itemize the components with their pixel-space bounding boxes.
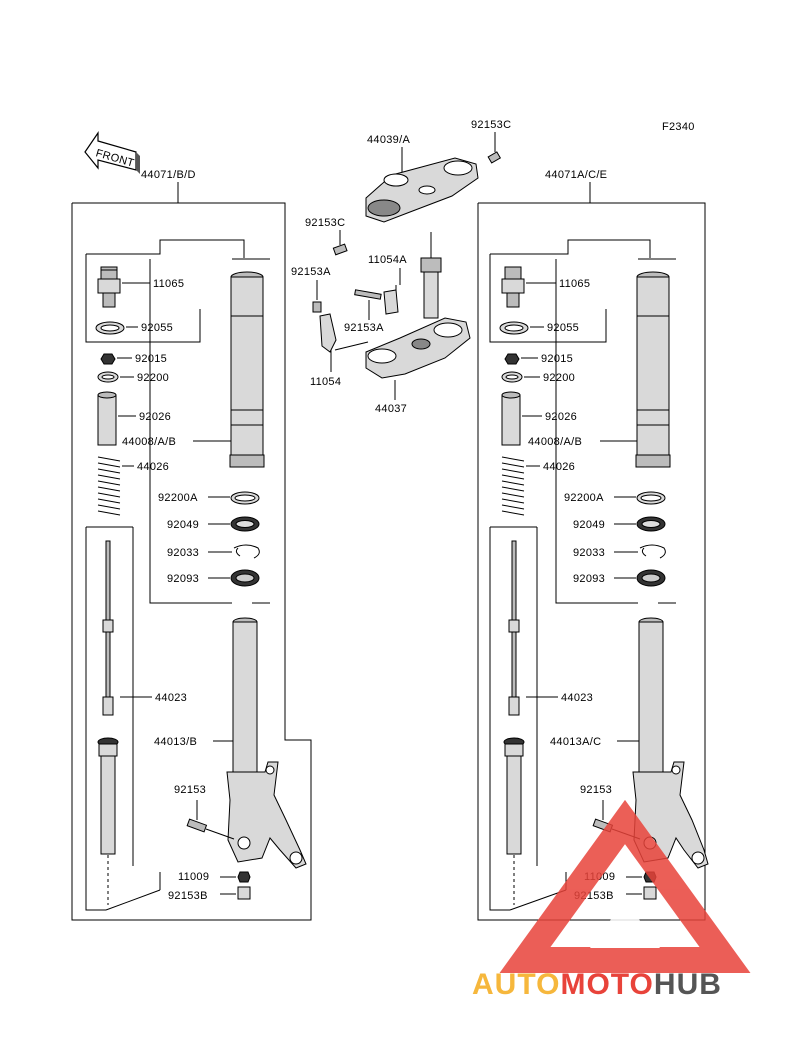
part-label: 92200A <box>158 492 198 504</box>
fork-cap-11065 <box>97 266 121 308</box>
right-header-label: 44071A/C/E <box>545 169 607 181</box>
upper-triple-clamp-44039 <box>365 157 479 223</box>
part-label: 11009 <box>178 871 209 883</box>
bolt-92153A-mid <box>354 289 382 300</box>
part-label: 44037 <box>375 403 407 415</box>
part-label: 92153C <box>305 217 345 229</box>
bolt-92153A-left <box>312 301 322 313</box>
part-label: 92093 <box>573 573 605 585</box>
part-label: 92153 <box>174 784 206 796</box>
part-label: 92015 <box>541 353 573 365</box>
part-label: 92200A <box>564 492 604 504</box>
outer-tube-44008 <box>635 271 671 468</box>
part-label: 11065 <box>153 278 184 290</box>
part-label: 44013/B <box>154 736 197 748</box>
part-label: 44026 <box>137 461 169 473</box>
bracket-11054 <box>319 313 337 353</box>
inner-tube-44013 <box>226 617 307 869</box>
collar-92026 <box>97 394 117 446</box>
bolt-92153C-left <box>332 243 348 256</box>
bolt-92153 <box>186 818 208 833</box>
outer-tube-44008 <box>229 271 265 468</box>
bolt-92153C-top <box>487 151 502 164</box>
bolt-92153B <box>237 886 251 900</box>
steering-stem <box>420 232 442 319</box>
part-label: 44023 <box>155 692 187 704</box>
drain-11009 <box>237 871 251 883</box>
watermark-logo <box>499 799 751 973</box>
part-label: 44013A/C <box>550 736 601 748</box>
left-header-label: 44071/B/D <box>141 169 196 181</box>
lower-triple-clamp-44037 <box>365 317 471 379</box>
part-label: 92026 <box>545 411 577 423</box>
part-label: 92033 <box>167 547 199 559</box>
part-label: 44023 <box>561 692 593 704</box>
spring-44026 <box>501 456 525 516</box>
damper-rod-44023 <box>503 540 525 905</box>
right-fork-assembly: 44071A/C/E 11065 92055 92015 92200 <box>477 169 709 921</box>
left-fork-assembly: 44071/B/D 11065 92055 92015 <box>71 169 312 921</box>
part-label: 44026 <box>543 461 575 473</box>
collar-92026 <box>501 394 521 446</box>
part-label: 44008/A/B <box>528 436 582 448</box>
part-label: 11054A <box>368 254 407 266</box>
part-label: 92049 <box>167 519 199 531</box>
bracket-11054A <box>383 289 399 315</box>
front-arrow: FRONT <box>84 131 140 174</box>
figure-code: F2340 <box>662 121 695 133</box>
part-label: 92055 <box>141 322 173 334</box>
part-label: 92153C <box>471 119 511 131</box>
watermark-text: AUTOMOTOHUB <box>472 968 722 1001</box>
part-label: 92153A <box>344 322 384 334</box>
steering-assembly: 44039/A 92153C 92153C 11054A 92153A <box>291 119 511 415</box>
part-label: 92153B <box>168 890 208 902</box>
part-label: 44008/A/B <box>122 436 176 448</box>
part-label: 92200 <box>543 372 575 384</box>
part-label: 11054 <box>310 376 341 388</box>
part-label: 92033 <box>573 547 605 559</box>
damper-rod-44023 <box>97 540 119 905</box>
part-label: 92015 <box>135 353 167 365</box>
part-label: 92055 <box>547 322 579 334</box>
nut-92015 <box>100 353 116 365</box>
part-label: 92093 <box>167 573 199 585</box>
part-label: 92153 <box>580 784 612 796</box>
fork-cap-11065 <box>501 266 525 308</box>
inner-tube-44013 <box>632 617 709 869</box>
part-label: 92200 <box>137 372 169 384</box>
part-label: 92049 <box>573 519 605 531</box>
part-label: 44039/A <box>367 134 410 146</box>
part-label: 92026 <box>139 411 171 423</box>
part-label: 92153A <box>291 266 331 278</box>
circlip-92033 <box>639 544 666 559</box>
part-label: 11065 <box>559 278 590 290</box>
spring-44026 <box>97 455 121 516</box>
nut-92015 <box>504 353 520 365</box>
circlip-92033 <box>233 544 260 559</box>
bolt-92153B <box>643 886 657 900</box>
